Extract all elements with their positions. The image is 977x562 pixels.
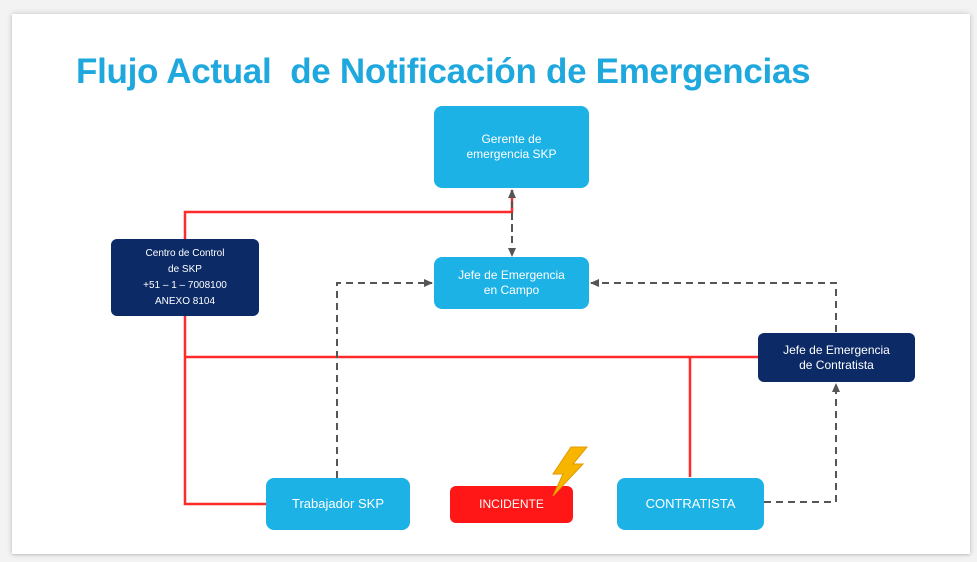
node-incidente-label: INCIDENTE [479, 497, 544, 511]
node-centro-control: Centro de Control de SKP +51 – 1 – 70081… [111, 239, 259, 316]
node-jefe-campo-label: Jefe de Emergencia en Campo [458, 268, 565, 297]
node-jefe-emergencia-campo: Jefe de Emergencia en Campo [434, 257, 589, 309]
line-centro-to-gerente [183, 190, 514, 240]
node-trabajador-label: Trabajador SKP [291, 495, 384, 511]
dashed-contratista-to-jefecontratista [764, 383, 840, 503]
dashed-trabajador-to-jefecampo [336, 279, 433, 478]
node-gerente-emergencia: Gerente de emergencia SKP [434, 106, 589, 188]
centro-control-anexo: ANEXO 8104 [154, 295, 216, 307]
lightning-bolt-icon [552, 446, 589, 497]
node-jefe-contratista-label: Jefe de Emergencia de Contratista [783, 342, 890, 372]
centro-control-phone: +51 – 1 – 7008100 [143, 279, 227, 291]
dashed-jefecontratista-to-jefecampo [590, 279, 837, 332]
centro-control-line2: de SKP [168, 263, 202, 275]
node-jefe-emergencia-contratista: Jefe de Emergencia de Contratista [758, 333, 915, 382]
node-trabajador-skp: Trabajador SKP [266, 478, 410, 530]
page-title: Flujo Actual de Notificación de Emergenc… [76, 52, 811, 91]
node-gerente-label: Gerente de emergencia SKP [466, 132, 557, 161]
node-incidente: INCIDENTE [450, 486, 573, 523]
node-contratista: CONTRATISTA [617, 478, 764, 530]
centro-control-line1: Centro de Control [145, 247, 225, 259]
line-centro-to-trabajador [183, 316, 266, 506]
node-contratista-label: CONTRATISTA [645, 495, 736, 511]
